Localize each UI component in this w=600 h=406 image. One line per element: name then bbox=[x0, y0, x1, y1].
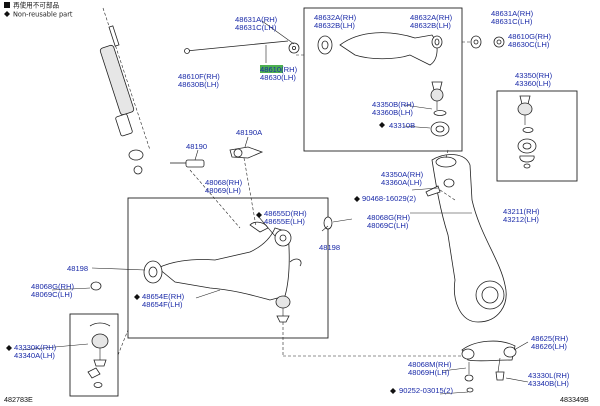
label-43350-right[interactable]: 43350(RH)43360(LH) bbox=[515, 71, 553, 88]
label-48198-right[interactable]: 48198 bbox=[319, 243, 340, 252]
diamond-icon-43310 bbox=[379, 122, 385, 128]
label-48632-right[interactable]: 48632A(RH)48632B(LH) bbox=[410, 13, 453, 30]
label-48610-left[interactable]: 48610F(RH)48630B(LH) bbox=[178, 72, 220, 89]
leader-lines bbox=[21, 20, 529, 395]
ball-joint-detail-box bbox=[496, 90, 578, 182]
upper-control-arm bbox=[317, 32, 450, 137]
lower-control-arm bbox=[90, 216, 333, 323]
bump-stop bbox=[170, 136, 264, 168]
diamond-icon-43330 bbox=[6, 345, 12, 351]
upper-ball-joint-detail bbox=[517, 95, 537, 169]
part-labels: 48631A(RH)48631C(LH) 48632A(RH)48632B(LH… bbox=[6, 9, 570, 395]
label-90252[interactable]: 90252-03015(2) bbox=[399, 386, 454, 395]
legend-item-jp: 再使用不可部品 bbox=[13, 1, 60, 10]
footer-right-code: 483349B bbox=[560, 395, 589, 404]
legend-item-en: Non-reusable part bbox=[13, 11, 73, 19]
steering-knuckle bbox=[425, 154, 507, 323]
diamond-icon-48654 bbox=[134, 294, 140, 300]
label-48190a[interactable]: 48190A bbox=[236, 128, 263, 137]
lower-ball-joint bbox=[87, 322, 111, 388]
label-43350-mid[interactable]: 43350A(RH)43360A(LH) bbox=[381, 170, 424, 187]
label-48068g-right[interactable]: 48068G(RH)48069C(LH) bbox=[367, 213, 411, 230]
non-reusable-square-icon bbox=[4, 2, 10, 8]
label-48198-left[interactable]: 48198 bbox=[67, 264, 88, 273]
label-48190[interactable]: 48190 bbox=[186, 142, 207, 151]
steering-arm-lower bbox=[461, 340, 517, 393]
footer-left-code: 482783E bbox=[4, 395, 33, 404]
label-48631-upper[interactable]: 48631A(RH)48631C(LH) bbox=[235, 15, 278, 32]
label-48068g-left[interactable]: 48068G(RH)48069C(LH) bbox=[31, 282, 75, 299]
label-43330l[interactable]: 43330L(RH)43340B(LH) bbox=[528, 371, 570, 388]
non-reusable-diamond-icon bbox=[4, 11, 10, 17]
label-48068m[interactable]: 48068M(RH)48069H(LH) bbox=[408, 360, 452, 377]
lower-arm-box bbox=[127, 197, 329, 339]
label-43330[interactable]: 43330K(RH)43340A(LH) bbox=[14, 343, 57, 360]
shock-absorber bbox=[99, 7, 151, 175]
label-48655[interactable]: 48655D(RH)48655E(LH) bbox=[264, 209, 307, 226]
legend: 再使用不可部品 Non-reusable part bbox=[4, 1, 73, 19]
label-43211[interactable]: 43211(RH)43212(LH) bbox=[503, 207, 540, 224]
diamond-icon-48655 bbox=[256, 212, 262, 218]
bushings-right bbox=[470, 35, 505, 49]
label-43310[interactable]: 43310B bbox=[389, 121, 415, 130]
label-43350-upper[interactable]: 43350B(RH)43360B(LH) bbox=[372, 100, 415, 117]
torsion-bar bbox=[184, 40, 300, 63]
highlight-48610 bbox=[260, 65, 283, 73]
label-90468[interactable]: 90468-16029(2) bbox=[362, 194, 417, 203]
label-48630[interactable]: 48610(RH)48630(LH) bbox=[260, 65, 298, 82]
label-48654[interactable]: 48654E(RH)48654F(LH) bbox=[142, 292, 185, 309]
label-48068[interactable]: 48068(RH)48069(LH) bbox=[205, 178, 243, 195]
diamond-icon-90252 bbox=[390, 388, 396, 394]
label-48625[interactable]: 48625(RH)48626(LH) bbox=[531, 334, 569, 351]
upper-arm-box bbox=[303, 7, 463, 152]
label-48631-right[interactable]: 48631A(RH)48631C(LH) bbox=[491, 9, 534, 26]
label-48632-left[interactable]: 48632A(RH)48632B(LH) bbox=[314, 13, 357, 30]
label-48610-right[interactable]: 48610G(RH)48630C(LH) bbox=[508, 32, 552, 49]
diamond-icon-90468 bbox=[354, 196, 360, 202]
